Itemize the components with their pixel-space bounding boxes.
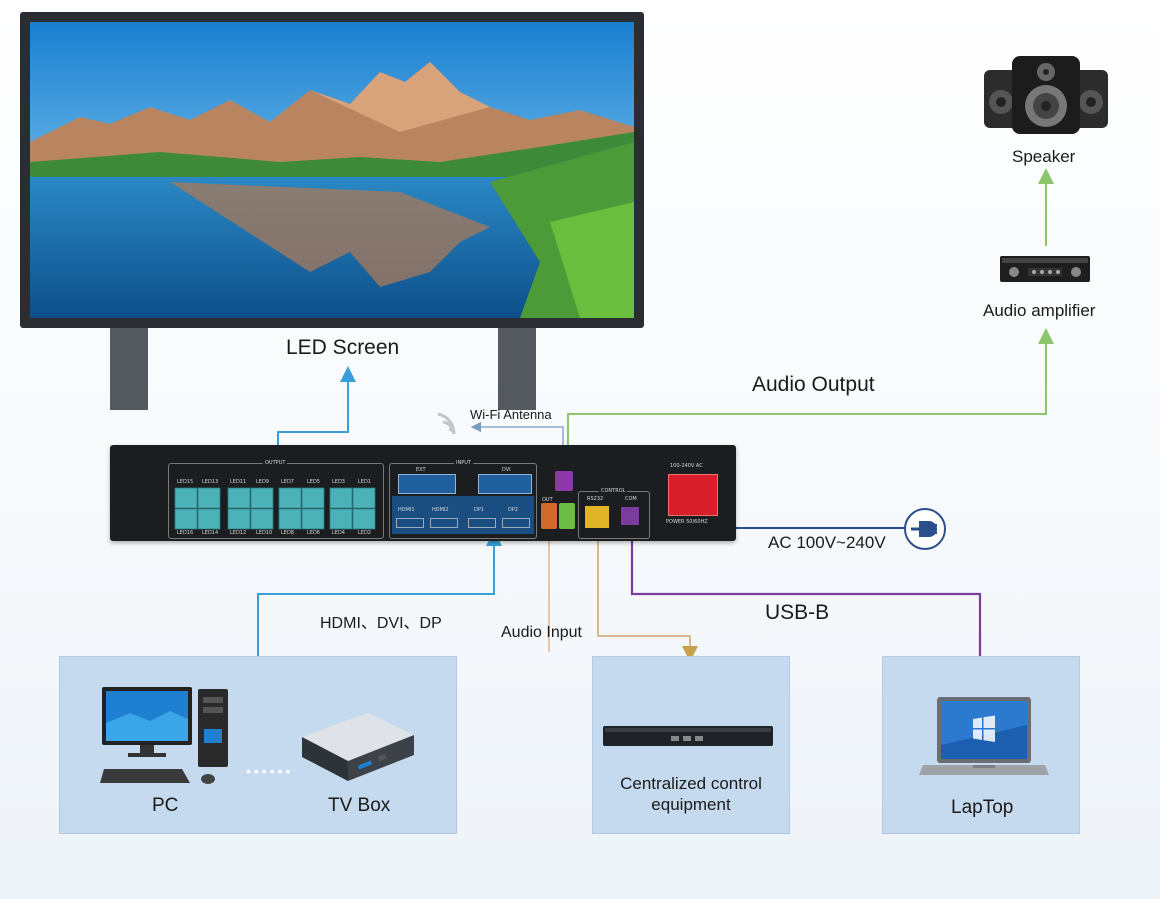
ext-port [398, 474, 456, 494]
led-port-label: LED11 [230, 479, 247, 485]
central-control-panel: Centralized control equipment [592, 656, 790, 834]
led-port-label: LED13 [202, 479, 219, 485]
usb-b-label: USB-B [765, 601, 830, 624]
pc-label: PC [152, 795, 179, 816]
laptop-icon [919, 695, 1049, 781]
led-port-label: LED2 [358, 530, 371, 536]
rs232-label: RS232 [587, 496, 604, 502]
led-port-label: LED9 [256, 479, 269, 485]
audio-in-jack [541, 503, 557, 529]
led-port-label: LED15 [177, 479, 194, 485]
control-title: CONTROL [599, 488, 628, 494]
output-title: OUTPUT [263, 460, 288, 466]
hdmi-port-label: HDMI2 [432, 507, 449, 513]
led-port-label: LED5 [307, 479, 320, 485]
dp-port [468, 518, 496, 528]
hdmi-port [396, 518, 424, 528]
control-port-group: CONTROL RS232 COM [578, 488, 650, 539]
usb-b-line [630, 528, 982, 658]
power-socket [668, 474, 718, 516]
hdmi-port-row [392, 496, 534, 534]
dvi-port [478, 474, 532, 494]
pc-icon [100, 683, 290, 787]
source-devices-panel: •••••• PC TV Box [59, 656, 457, 834]
input-port-group: INPUT EXT DVI HDMI1 HDMI2 DP1 DP2 [389, 460, 537, 539]
output-port-group: OUTPUT [168, 460, 384, 539]
led-screen-label: LED Screen [286, 336, 400, 359]
led-port-label: LED10 [256, 530, 273, 536]
led-processor-device: OUTPUT LED15 LED13 LED11 LED9 LED7 LED5 … [110, 445, 736, 541]
led-port-label: LED16 [177, 530, 194, 536]
audio-amplifier-label: Audio amplifier [983, 301, 1096, 320]
led-screen [20, 12, 644, 410]
hdmi-input-line [257, 530, 502, 656]
dp-port [502, 518, 530, 528]
led-port-label: LED7 [281, 479, 294, 485]
out-label: OUT [542, 497, 553, 503]
dvi-label: DVI [502, 467, 511, 473]
audio-out-jack [559, 503, 575, 529]
led-port-label: LED14 [202, 530, 219, 536]
usb-b-port [621, 507, 639, 525]
hdmi-dvi-dp-label: HDMI、DVI、DP [320, 615, 442, 632]
led-ports [174, 487, 376, 530]
com-label: COM [625, 496, 637, 502]
laptop-label: LapTop [951, 797, 1014, 818]
led-port-label: LED6 [307, 530, 320, 536]
wifi-icon [424, 404, 464, 438]
led-port-label: LED8 [281, 530, 294, 536]
wifi-antenna-port [555, 471, 573, 491]
power-plug-icon [903, 507, 947, 551]
input-title: INPUT [454, 460, 473, 466]
speaker-icon [984, 52, 1108, 134]
rs232-port [585, 506, 609, 528]
power-rating-label: 100-240V AC [670, 463, 703, 469]
laptop-panel: LapTop [882, 656, 1080, 834]
tv-box-label: TV Box [328, 795, 391, 816]
led-screen-graphic [20, 12, 644, 410]
rs232-line [597, 526, 698, 662]
tv-box-icon [298, 709, 418, 789]
speaker-label: Speaker [1012, 147, 1076, 166]
audio-output-label: Audio Output [752, 373, 875, 396]
hdmi-port-label: DP1 [474, 507, 485, 513]
led-port-label: LED12 [230, 530, 247, 536]
hdmi-port [430, 518, 458, 528]
power-switch-label: POWER 50/60HZ [666, 519, 708, 525]
control-equipment-icon [603, 723, 773, 749]
led-port-label: LED4 [332, 530, 345, 536]
centralized-control-label: Centralized control equipment [620, 774, 762, 814]
wifi-antenna-label: Wi-Fi Antenna [470, 407, 552, 422]
led-port-label: LED3 [332, 479, 345, 485]
ac-power-label: AC 100V~240V [768, 533, 886, 552]
hdmi-port-label: HDMI1 [398, 507, 415, 513]
led-port-label: LED1 [358, 479, 371, 485]
audio-amplifier-icon [1000, 250, 1090, 286]
ext-label: EXT [416, 467, 426, 473]
ellipsis-dots: •••••• [246, 763, 294, 779]
hdmi-port-label: DP2 [508, 507, 519, 513]
audio-input-label: Audio Input [501, 624, 582, 641]
